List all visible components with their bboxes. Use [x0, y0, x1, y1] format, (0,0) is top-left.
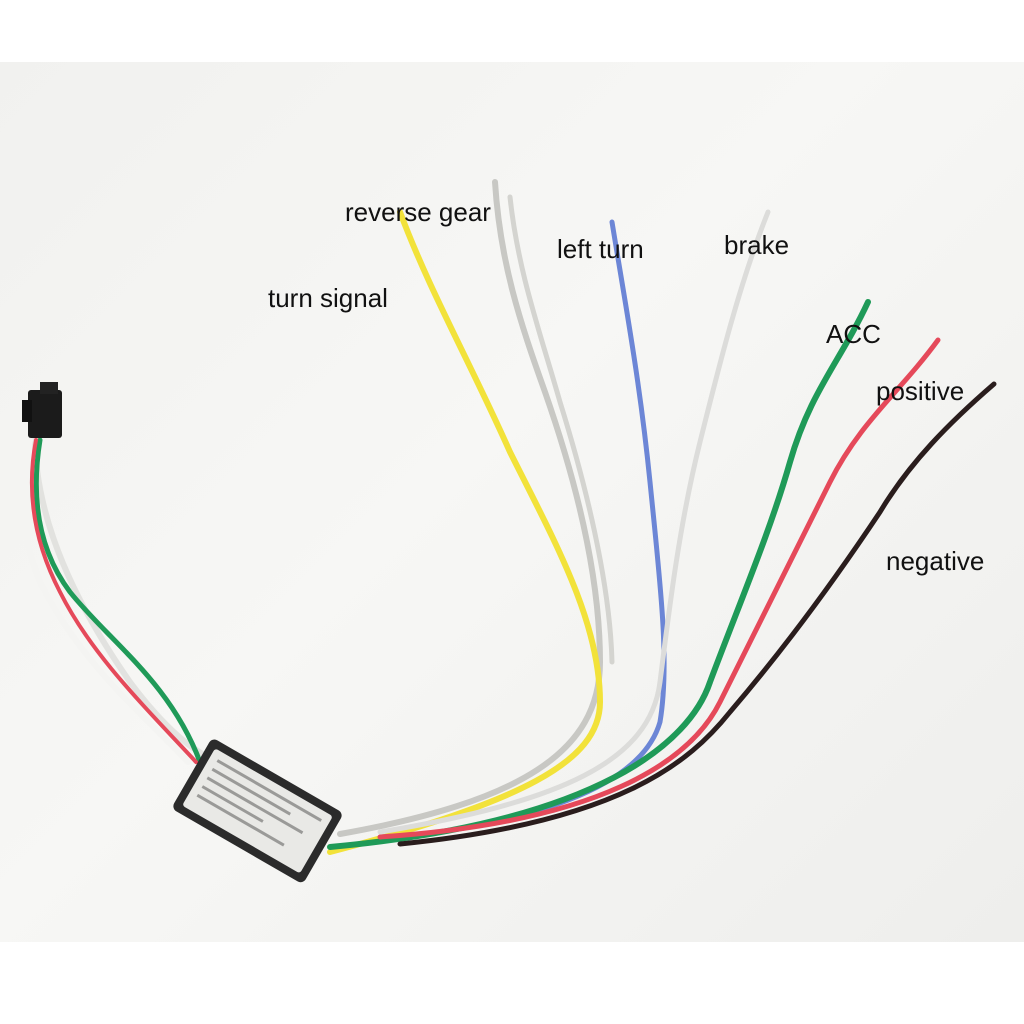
label-left-turn: left turn: [557, 234, 644, 264]
connector-wire-red: [29, 438, 198, 764]
label-reverse-gear: reverse gear: [345, 197, 491, 227]
label-acc: ACC: [826, 319, 881, 349]
label-brake: brake: [724, 230, 790, 260]
wiring-harness-illustration: [19, 179, 997, 883]
product-photo: reverse gear left turn brake turn signal…: [0, 62, 1024, 942]
wire-positive: [377, 337, 941, 840]
control-module: [173, 739, 342, 883]
label-positive: positive: [876, 376, 965, 406]
connector-plug: [22, 382, 62, 438]
wire-turn-signal: [327, 209, 604, 855]
label-turn-signal: turn signal: [268, 283, 388, 313]
wire-negative: [397, 381, 997, 847]
connector-wire-white: [19, 437, 191, 765]
wire-acc: [327, 299, 871, 850]
wire-brake: [377, 209, 771, 835]
wire-reverse-gear: [337, 179, 604, 837]
wire-reverse-gear-2: [507, 194, 615, 665]
label-negative: negative: [886, 546, 985, 576]
connector-wire-green: [33, 437, 203, 765]
